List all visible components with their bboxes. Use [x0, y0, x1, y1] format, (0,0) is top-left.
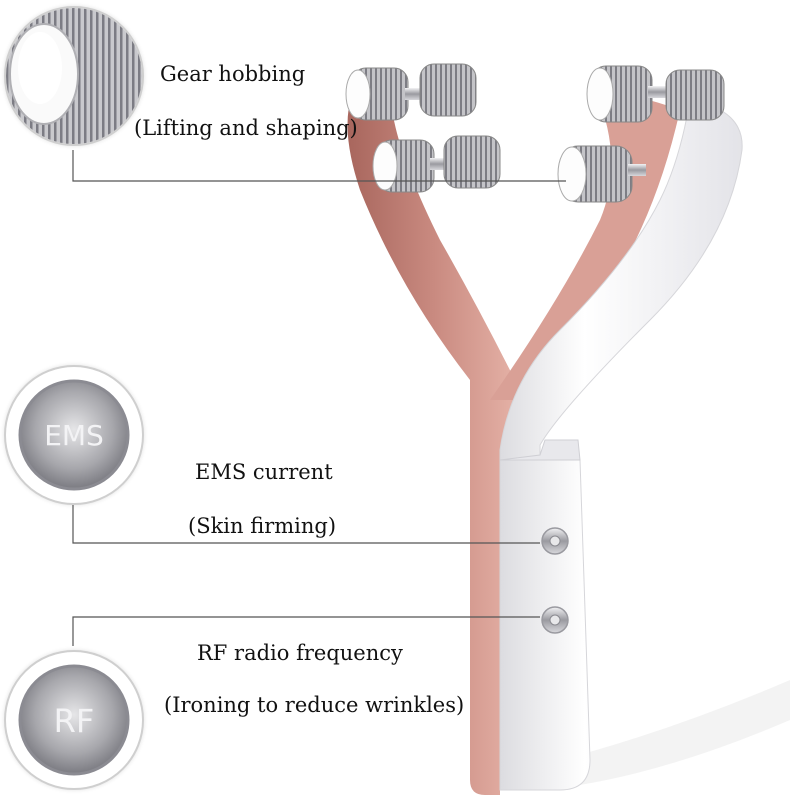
ems-badge: EMS [4, 365, 144, 505]
ems-label: EMS current [195, 460, 333, 484]
rose-gold-frame [347, 95, 520, 795]
gear-roller-icon [6, 8, 142, 144]
rf-electrode-icon: RF [18, 664, 130, 776]
gear-hobbing-badge [4, 6, 144, 146]
ems-electrode-icon: EMS [18, 379, 130, 491]
rf-badge-text: RF [54, 702, 95, 740]
rf-label: RF radio frequency [197, 641, 403, 665]
gear-rollers [345, 63, 725, 203]
leader-line-ems [72, 505, 540, 544]
leader-lines [72, 150, 566, 646]
gear-hobbing-label: Gear hobbing [160, 62, 306, 86]
rf-badge: RF [4, 650, 144, 790]
ems-sublabel: (Skin firming) [188, 514, 337, 538]
leader-line-gear [72, 150, 566, 182]
leader-line-rf [72, 616, 540, 646]
ems-badge-text: EMS [44, 419, 104, 452]
rf-sublabel: (Ironing to reduce wrinkles) [164, 693, 465, 717]
gear-hobbing-sublabel: (Lifting and shaping) [134, 116, 358, 140]
